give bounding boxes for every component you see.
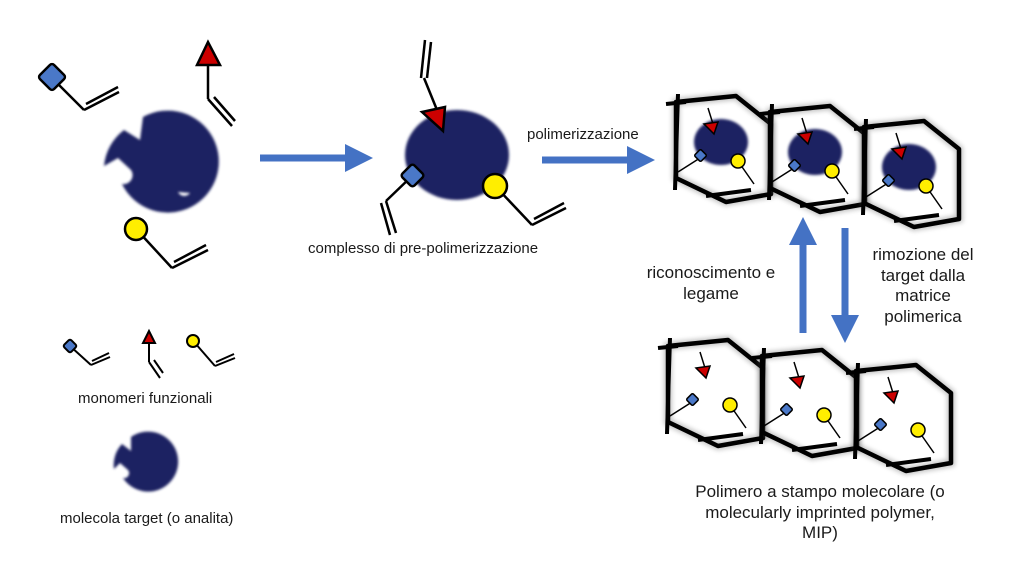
polymer-cavity (759, 101, 869, 217)
monomers-label: monomeri funzionali (78, 390, 213, 407)
square-monomer-bound (379, 163, 425, 236)
square-monomer-small (62, 338, 111, 366)
circle-monomer-site (816, 407, 832, 423)
triangle-monomer-site (796, 131, 814, 146)
mip-caption-line-2: molecularly imprinted polymer, (705, 502, 935, 522)
removal-line-3: matrice (895, 286, 951, 306)
polymerization-label: polimerizzazione (527, 126, 639, 143)
polymer-cavity (665, 91, 775, 207)
target-molecule-bound (788, 129, 842, 175)
mip-caption: Polimero a stampo molecolare (o molecula… (660, 482, 980, 544)
target-molecule-bound (694, 119, 748, 165)
square-monomer-site (882, 174, 895, 187)
imprinted-polymer-empty (657, 335, 955, 476)
circle-monomer-site (910, 422, 926, 438)
mip-caption-line-1: Polimero a stampo molecolare (o (695, 482, 945, 501)
target-molecule-bound (882, 144, 936, 190)
circle-monomer-bound (481, 172, 567, 227)
recognition-line-1: riconoscimento e (646, 263, 776, 282)
circle-monomer-site (730, 153, 746, 169)
triangle-monomer (195, 39, 236, 127)
triangle-monomer-site (890, 146, 908, 161)
removal-label: rimozione del target dalla matrice polim… (858, 245, 988, 328)
pre-polymerization-complex (379, 39, 567, 236)
matrix-frame (759, 347, 860, 459)
circle-monomer-site (722, 397, 738, 413)
recognition-line-2: legame (683, 283, 739, 303)
recognition-label: riconoscimento e legame (640, 263, 782, 304)
square-monomer-site (874, 418, 887, 431)
imprinted-polymer-with-target (665, 91, 963, 232)
square-monomer-site (686, 393, 699, 406)
legend-target-molecule (113, 431, 179, 492)
polymer-cavity (853, 116, 963, 232)
target-molecule (104, 110, 219, 213)
stage-1-free-components (37, 39, 236, 270)
removal-line-1: rimozione del (872, 245, 974, 264)
triangle-monomer-site (882, 390, 900, 405)
triangle-monomer-site (788, 375, 806, 390)
polymer-cavity (657, 335, 767, 451)
complex-label: complesso di pre-polimerizzazione (308, 240, 539, 257)
target-molecule-label: molecola target (o analita) (60, 510, 234, 527)
removal-line-4: polimerica (884, 307, 962, 327)
square-monomer-site (780, 403, 793, 416)
triangle-monomer-site (694, 365, 712, 380)
square-monomer-site (788, 159, 801, 172)
circle-monomer-site (918, 178, 934, 194)
circle-monomer (123, 216, 209, 270)
matrix-frame (665, 337, 766, 449)
matrix-frame (853, 362, 954, 474)
triangle-monomer-site (702, 121, 720, 136)
legend-monomers (62, 328, 236, 379)
circle-monomer-small (186, 334, 236, 367)
square-monomer-site (694, 149, 707, 162)
mip-caption-line-3: MIP) (802, 523, 838, 543)
polymer-cavity (845, 360, 955, 476)
polymer-cavity (751, 345, 861, 461)
circle-monomer-site (824, 163, 840, 179)
square-monomer (37, 62, 120, 112)
triangle-monomer-small (141, 328, 164, 379)
removal-line-2: target dalla (880, 265, 966, 285)
triangle-monomer-bound (419, 39, 447, 134)
